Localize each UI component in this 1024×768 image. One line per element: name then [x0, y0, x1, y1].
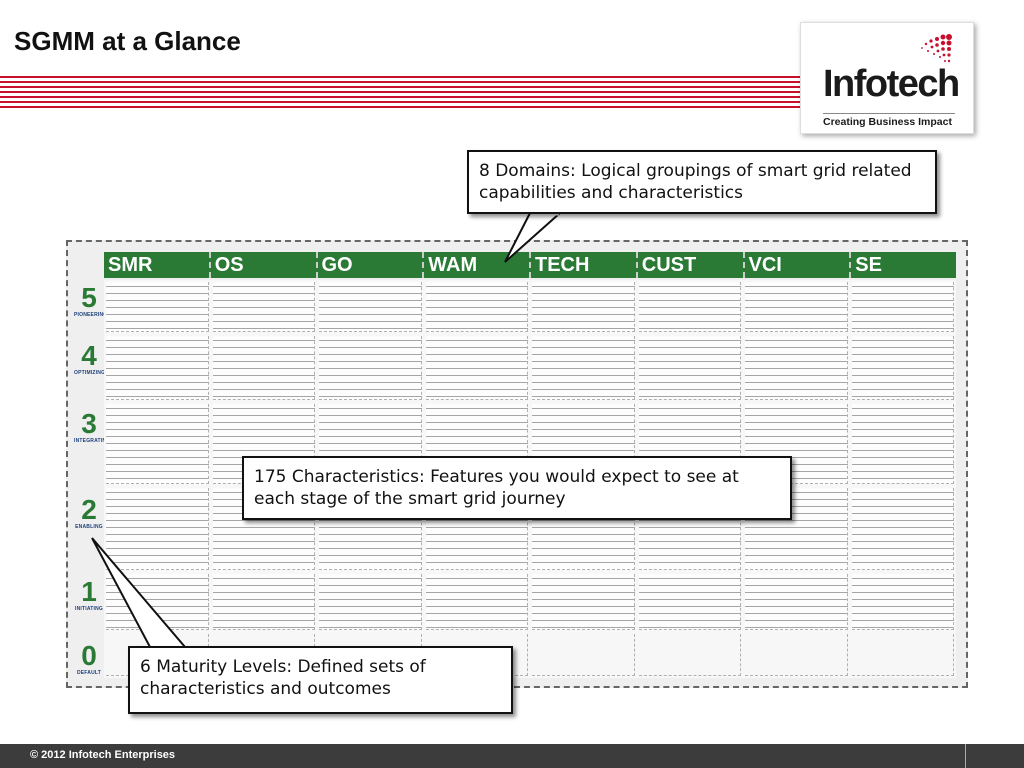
level-4: 4 OPTIMIZING — [74, 340, 106, 377]
domain-go: GO — [318, 252, 425, 278]
characteristic-cell — [745, 336, 848, 400]
characteristic-cell — [425, 574, 528, 630]
level-number: 5 — [81, 282, 97, 313]
level-number: 0 — [81, 640, 97, 671]
domain-tech: TECH — [531, 252, 638, 278]
level-name: OPTIMIZING — [74, 370, 106, 376]
level-2: 2 ENABLING — [74, 494, 104, 531]
callout-levels: 6 Maturity Levels: Defined sets of chara… — [128, 646, 513, 714]
footer-copyright: © 2012 Infotech Enterprises — [30, 749, 176, 761]
characteristic-cell — [851, 574, 954, 630]
characteristic-cell — [106, 574, 209, 630]
characteristic-cell — [638, 336, 741, 400]
level-number: 1 — [81, 576, 97, 607]
callout-domains: 8 Domains: Logical groupings of smart gr… — [467, 150, 937, 214]
characteristic-cell — [106, 282, 209, 332]
level-5: 5 PIONEERING — [74, 282, 108, 319]
level-3: 3 INTEGRATING — [74, 408, 111, 445]
callout-characteristics: 175 Characteristics: Features you would … — [242, 456, 792, 520]
level-number: 4 — [81, 340, 97, 371]
level-name: INTEGRATING — [74, 438, 111, 444]
logo-dots-icon — [921, 34, 952, 63]
characteristic-cell — [425, 282, 528, 332]
logo-name: Infotech — [823, 63, 960, 105]
level-name: PIONEERING — [74, 312, 108, 318]
characteristic-cell — [106, 488, 209, 570]
characteristic-cell — [532, 574, 635, 630]
level-1: 1 INITIATING — [74, 576, 104, 613]
logo-tagline: Creating Business Impact — [823, 116, 952, 128]
logo: Infotech Creating Business Impact — [800, 22, 974, 134]
characteristic-cell — [638, 282, 741, 332]
footer-bar: © 2012 Infotech Enterprises — [0, 744, 1024, 768]
characteristic-cell — [319, 574, 422, 630]
characteristic-cell — [212, 282, 315, 332]
level-number: 3 — [81, 408, 97, 439]
domain-se: SE — [855, 254, 882, 276]
characteristic-cell — [638, 634, 741, 676]
level-name: DEFAULT — [76, 670, 102, 676]
characteristic-cell — [745, 574, 848, 630]
characteristic-cell — [212, 574, 315, 630]
footer-divider — [965, 744, 966, 768]
characteristic-cell — [212, 336, 315, 400]
logo-divider — [823, 113, 955, 114]
domain-header-bar: SMR OS GO WAM TECH CUST VCI SE — [104, 252, 956, 278]
slide-title: SGMM at a Glance — [14, 26, 241, 56]
level-name: ENABLING — [75, 524, 103, 530]
characteristic-cell — [532, 634, 635, 676]
characteristic-cell — [425, 336, 528, 400]
level-0: 0 DEFAULT — [74, 640, 104, 677]
domain-cust: CUST — [638, 252, 745, 278]
level-number: 2 — [81, 494, 97, 525]
characteristic-cell — [851, 336, 954, 400]
characteristic-cell — [745, 634, 848, 676]
characteristic-cell — [851, 404, 954, 484]
characteristic-cell — [638, 574, 741, 630]
characteristic-cell — [319, 336, 422, 400]
characteristic-cell — [851, 488, 954, 570]
characteristic-cell — [851, 282, 954, 332]
characteristic-cell — [106, 404, 209, 484]
characteristic-cell — [745, 282, 848, 332]
characteristic-cell — [532, 336, 635, 400]
domain-smr: SMR — [104, 252, 211, 278]
domain-wam: WAM — [424, 252, 531, 278]
domain-vci: VCI — [745, 252, 852, 278]
characteristic-cell — [106, 336, 209, 400]
characteristic-cell — [532, 282, 635, 332]
red-stripe-decoration — [0, 76, 800, 110]
characteristic-cell — [319, 282, 422, 332]
level-name: INITIATING — [74, 606, 103, 612]
domain-os: OS — [211, 252, 318, 278]
characteristic-cell — [851, 634, 954, 676]
